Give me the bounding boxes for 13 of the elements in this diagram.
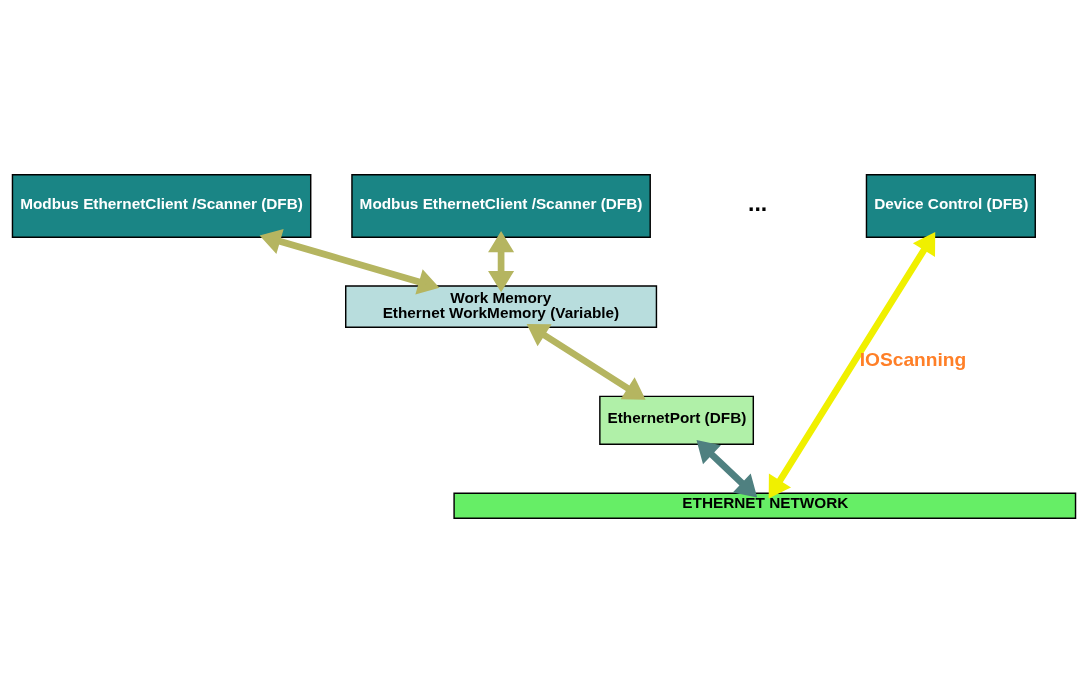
arrow	[259, 228, 440, 295]
node-box: Modbus EthernetClient /Scanner (DFB)	[351, 174, 651, 238]
edge-label: IOScanning	[859, 348, 967, 370]
node-box: Device Control (DFB)	[865, 174, 1036, 238]
arrow	[488, 230, 515, 293]
node-box: ETHERNET NETWORK	[453, 492, 1077, 519]
node-box: Work Memory Ethernet WorkMemory (Variable)	[345, 285, 658, 329]
arrow	[696, 440, 758, 498]
label: ...	[748, 189, 768, 216]
arrow	[526, 323, 646, 400]
arrow	[768, 232, 936, 499]
node-box: Modbus EthernetClient /Scanner (DFB)	[11, 174, 312, 238]
node-box: EthernetPort (DFB)	[599, 395, 755, 446]
